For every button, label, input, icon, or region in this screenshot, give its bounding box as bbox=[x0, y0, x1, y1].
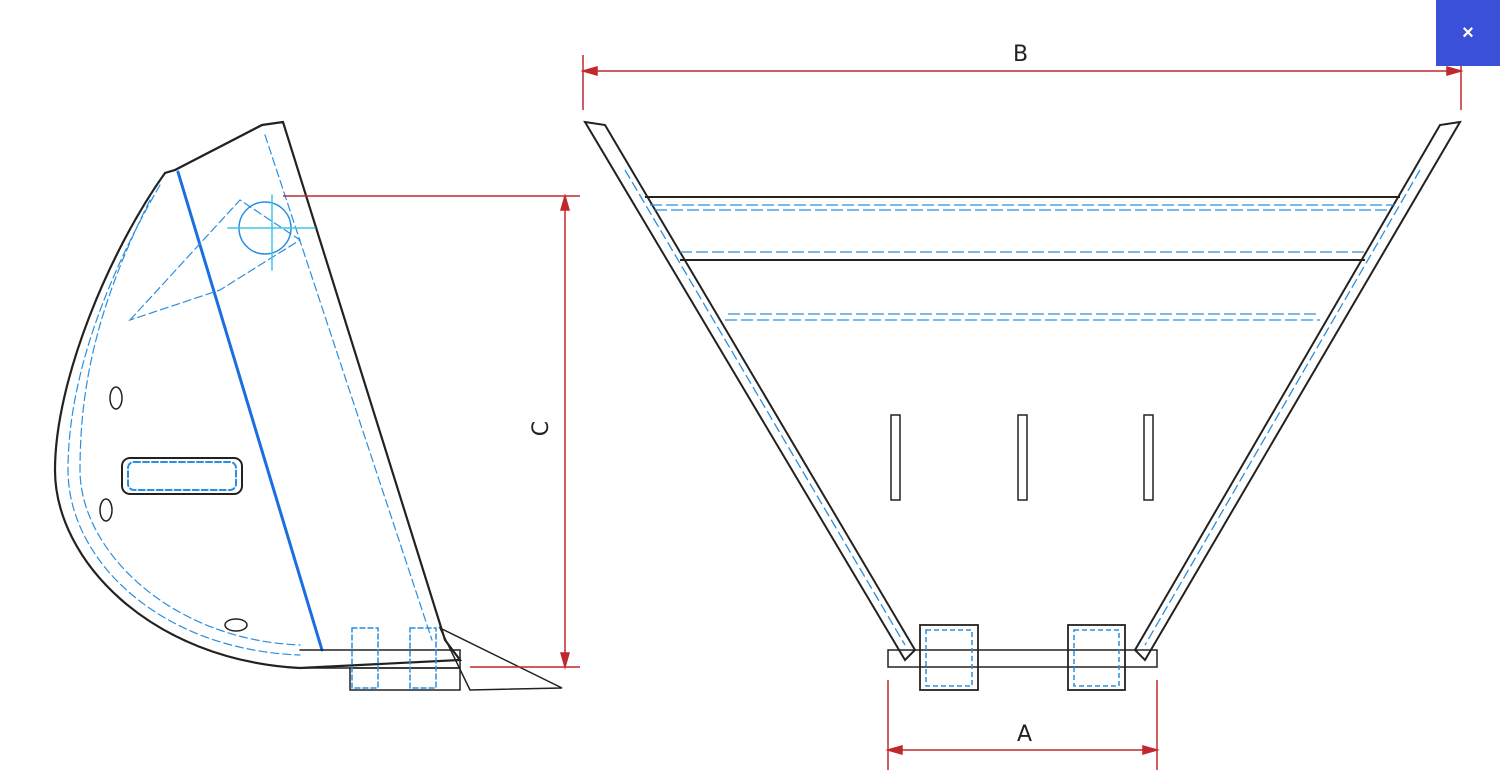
dimension-label-b: B bbox=[1013, 42, 1029, 67]
front-view bbox=[583, 120, 1462, 691]
close-icon: × bbox=[1462, 21, 1474, 44]
side-outline bbox=[53, 120, 463, 670]
dimension-lines bbox=[283, 55, 1464, 770]
dimension-label-a: A bbox=[1017, 722, 1033, 747]
side-view bbox=[53, 120, 563, 691]
dimension-label-c: C bbox=[529, 420, 555, 437]
close-button[interactable]: × bbox=[1436, 0, 1500, 66]
